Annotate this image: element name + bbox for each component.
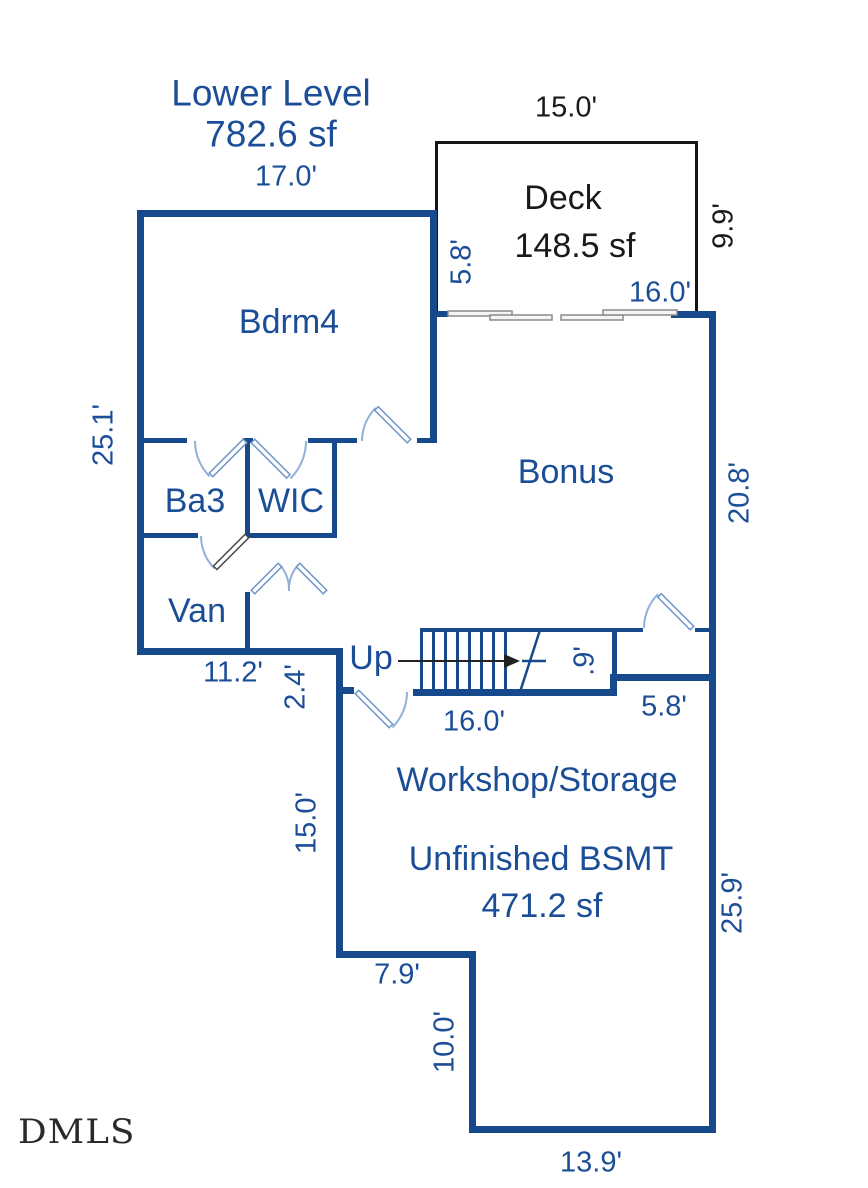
wall-segment-stair-top [420,628,643,632]
dim-bottom: 13.9' [560,1146,622,1179]
wall-segment [245,592,250,652]
room-label-bonus: Bonus [517,453,615,491]
wall-segment [245,533,337,538]
bifold-arc [279,564,291,592]
wall-segment [336,687,354,694]
door-leaf [250,438,292,480]
wall-segment [671,311,716,318]
room-label-workshop: Workshop/Storage [396,761,678,799]
sliding-door-panel [560,314,624,321]
page-title: Lower Level [171,72,371,114]
wall-segment [336,648,343,958]
dim-left: 25.1' [87,404,120,466]
sliding-door-panel [447,310,513,317]
room-label-van: Van [168,592,226,630]
dim-stairs-width: 16.0' [443,705,505,738]
up-arrow-head-icon [504,654,520,668]
wall-segment [469,951,476,1133]
room-label-wic: WIC [257,482,325,520]
wall-segment [430,210,437,443]
door-arc [643,593,659,629]
wall-segment [435,311,448,317]
sliding-door-panel [602,309,678,316]
door-arc [193,440,211,478]
wall-segment [137,210,437,217]
wall-segment [137,438,187,443]
dim-deck-depth: 9.9' [707,203,740,249]
bsmt-area-label: 471.2 sf [481,887,603,925]
dim-landing: 5.8' [641,690,687,723]
door-leaf [354,689,394,729]
room-label-deck: Deck [524,179,602,217]
sliding-door-panel [489,314,553,321]
bifold-arc [287,564,299,592]
dim-ws-right: 25.9' [716,872,749,934]
door-arc [361,407,377,442]
dim-deck-width: 15.0' [535,91,597,124]
deck-area-label: 148.5 sf [514,227,636,265]
room-label-bdrm4: Bdrm4 [238,303,340,341]
stairs-up-label: Up [349,639,393,677]
door-arc [289,440,308,480]
dim-top: 17.0' [255,160,317,193]
door-leaf [208,438,248,478]
dim-notch-height: 10.0' [428,1011,461,1073]
dim-deck-side: 5.8' [445,239,478,285]
door-arc [200,535,216,570]
door-leaf [373,405,412,444]
wall-segment [612,628,617,678]
door-arc [391,691,409,729]
wall-segment [469,1126,716,1133]
room-label-ba3: Ba3 [164,482,226,520]
dim-hall-bottom: 11.2' [203,656,263,689]
door-leaf [212,533,250,571]
wall-segment [245,438,250,538]
wall-segment [336,951,476,958]
door-leaf [295,562,328,595]
wall-segment [137,533,198,538]
door-leaf [656,592,695,631]
wall-segment [137,648,343,655]
wall-segment [137,210,144,655]
door-leaf [250,562,283,595]
dim-landing-offset: .9' [568,646,601,676]
page-title-area: 782.6 sf [205,113,337,155]
wall-segment [417,438,437,443]
wall-segment [610,674,716,681]
dmls-watermark: DMLS [18,1112,136,1152]
wall-segment [610,674,617,696]
dim-notch-width: 7.9' [374,958,420,991]
wall-segment-stair-rail [413,689,617,696]
wall-segment [709,311,716,1133]
dim-jog: 2.4' [279,664,312,710]
wall-segment [332,438,337,538]
dim-slider-width: 16.0' [629,276,691,309]
dim-ws-left: 15.0' [290,792,323,854]
wall-segment [695,628,709,632]
dim-bonus-right: 20.8' [723,462,756,524]
room-label-bsmt: Unfinished BSMT [408,840,674,878]
